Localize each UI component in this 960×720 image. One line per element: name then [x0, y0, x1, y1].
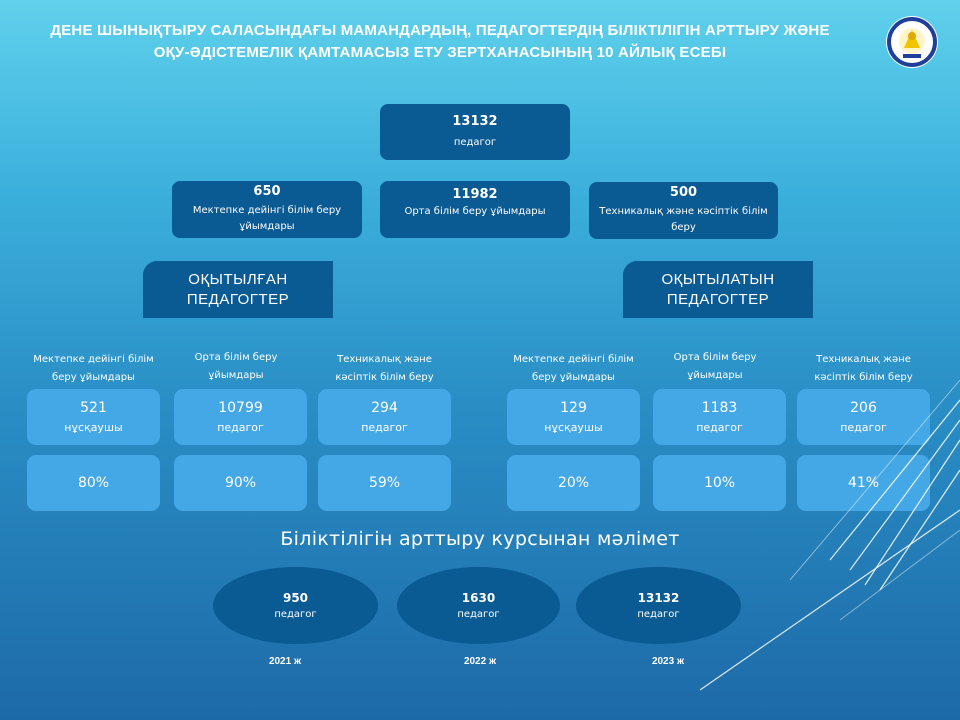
total-teachers-value: 13132: [452, 113, 498, 129]
count-unit: педагог: [217, 421, 264, 434]
percent-value: 41%: [847, 475, 880, 491]
total-teachers-box: 13132 педагог: [380, 104, 570, 160]
secondary-total-label: Орта білім беру ұйымдары: [404, 206, 546, 217]
course-2021-ellipse: 950 педагог: [213, 567, 378, 644]
total-teachers-label: педагог: [453, 136, 497, 148]
count-unit: педагог: [361, 421, 408, 434]
page-title-line-1: ДЕНЕ ШЫНЫҚТЫРУ САЛАСЫНДАҒЫ МАМАНДАРДЫҢ, …: [50, 22, 830, 39]
preschool-total-value: 650: [253, 184, 281, 199]
course-2023-ellipse: 13132 педагог: [576, 567, 741, 644]
count-value: 206: [850, 400, 877, 416]
trained-category-preschool: Мектепке дейінгі білім беру ұйымдары: [33, 354, 154, 383]
course-value: 13132: [637, 591, 680, 605]
course-year-2021: 2021 ж: [268, 656, 302, 667]
percent-value: 10%: [703, 475, 736, 491]
page-title-line-2: ОҚУ-ӘДІСТЕМЕЛІК ҚАМТАМАСЫЗ ЕТУ ЗЕРТХАНАС…: [153, 44, 727, 61]
to-train-teachers-header: ОҚЫТЫЛАТЫН ПЕДАГОГТЕР: [623, 261, 813, 318]
count-value: 10799: [218, 400, 263, 416]
page-title: ДЕНЕ ШЫНЫҚТЫРУ САЛАСЫНДАҒЫ МАМАНДАРДЫҢ, …: [20, 20, 860, 64]
trained-technical-percent-box: 59%: [318, 455, 451, 511]
to-train-preschool-count-box: 129 нұсқаушы: [507, 389, 640, 445]
to-train-category-secondary: Орта білім беру ұйымдары: [673, 352, 757, 381]
course-value: 950: [282, 591, 309, 605]
count-unit: педагог: [840, 421, 887, 434]
percent-value: 90%: [224, 475, 257, 491]
trained-teachers-header: ОҚЫТЫЛҒАН ПЕДАГОГТЕР: [143, 261, 333, 318]
to-train-category-preschool: Мектепке дейінгі білім беру ұйымдары: [513, 354, 634, 383]
to-train-technical-count-box: 206 педагог: [797, 389, 930, 445]
trained-preschool-percent-box: 80%: [27, 455, 160, 511]
decorative-lines: [699, 380, 960, 691]
to-train-header-line-2: ПЕДАГОГТЕР: [666, 290, 770, 308]
to-train-secondary-count-box: 1183 педагог: [653, 389, 786, 445]
count-value: 521: [80, 400, 107, 416]
to-train-category-technical: Техникалық және кәсіптік білім беру: [814, 354, 913, 383]
count-unit: нұсқаушы: [544, 421, 603, 434]
count-unit: нұсқаушы: [64, 421, 123, 434]
preschool-total-box: 650 Мектепке дейінгі білім беру ұйымдары: [172, 181, 362, 238]
secondary-total-value: 11982: [452, 187, 498, 202]
course-year-2022: 2022 ж: [463, 656, 497, 667]
organization-emblem-icon: [884, 14, 940, 70]
trained-secondary-percent-box: 90%: [174, 455, 307, 511]
trained-secondary-count-box: 10799 педагог: [174, 389, 307, 445]
course-value: 1630: [461, 591, 496, 605]
to-train-header-line-1: ОҚЫТЫЛАТЫН: [661, 270, 775, 288]
technical-total-box: 500 Техникалық және кәсіптік білім беру: [589, 182, 778, 239]
count-value: 1183: [701, 400, 738, 416]
percent-value: 80%: [77, 475, 110, 491]
count-value: 129: [560, 400, 587, 416]
trained-header-line-1: ОҚЫТЫЛҒАН: [188, 270, 288, 288]
course-2022-ellipse: 1630 педагог: [397, 567, 560, 644]
trained-header-line-2: ПЕДАГОГТЕР: [186, 290, 290, 308]
trained-category-secondary: Орта білім беру ұйымдары: [194, 352, 278, 381]
count-unit: педагог: [696, 421, 743, 434]
trained-technical-count-box: 294 педагог: [318, 389, 451, 445]
technical-total-value: 500: [669, 185, 698, 200]
technical-total-label: Техникалық және кәсіптік білім беру: [599, 206, 768, 233]
percent-value: 59%: [368, 475, 401, 491]
course-year-2023: 2023 ж: [651, 656, 685, 667]
secondary-total-box: 11982 Орта білім беру ұйымдары: [380, 181, 570, 238]
course-unit: педагог: [274, 609, 317, 620]
trained-preschool-count-box: 521 нұсқаушы: [27, 389, 160, 445]
to-train-preschool-percent-box: 20%: [507, 455, 640, 511]
to-train-secondary-percent-box: 10%: [653, 455, 786, 511]
percent-value: 20%: [557, 475, 590, 491]
trained-category-technical: Техникалық және кәсіптік білім беру: [335, 354, 434, 383]
courses-heading: Біліктілігін арттыру курсынан мәлімет: [280, 528, 680, 550]
count-value: 294: [371, 400, 398, 416]
course-unit: педагог: [637, 609, 680, 620]
course-unit: педагог: [457, 609, 500, 620]
preschool-total-label: Мектепке дейінгі білім беру ұйымдары: [192, 205, 342, 232]
